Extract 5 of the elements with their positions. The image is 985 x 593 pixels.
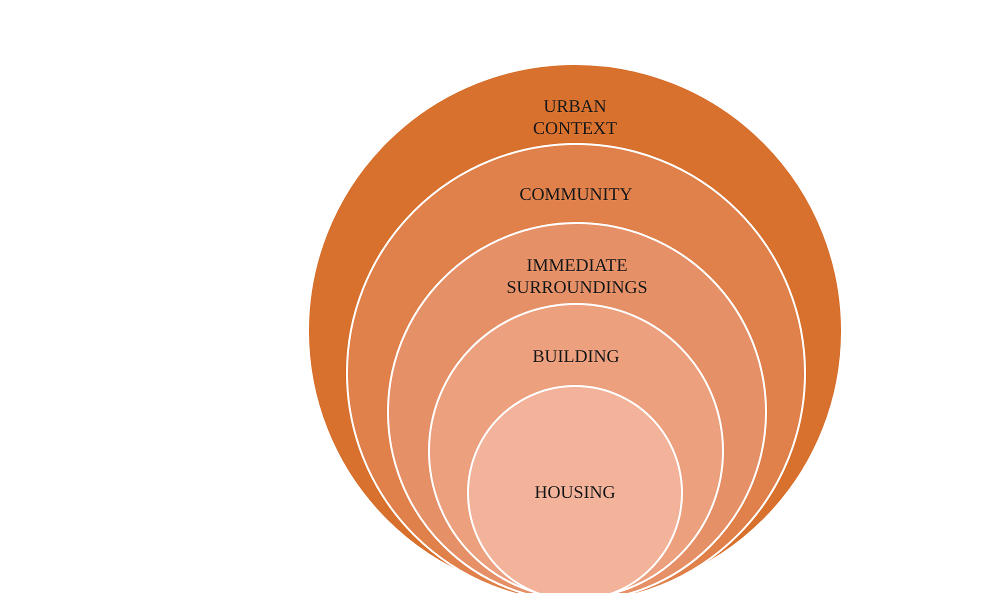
ring-label: BUILDING <box>532 345 620 367</box>
ring-label: COMMUNITY <box>518 183 634 205</box>
ring-label: IMMEDIATE SURROUNDINGS <box>505 254 649 298</box>
ring-label: HOUSING <box>534 481 616 503</box>
ring-label: URBAN CONTEXT <box>532 95 618 139</box>
